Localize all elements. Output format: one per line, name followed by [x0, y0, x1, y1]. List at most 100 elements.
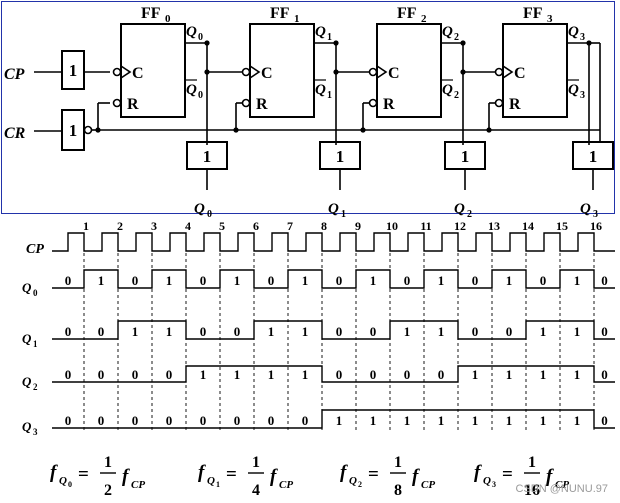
q3-value-1: 0 — [98, 413, 105, 428]
output-q0-sub: 0 — [207, 209, 212, 220]
flipflop-3-subscript: 3 — [547, 13, 553, 25]
q2-value-10: 0 — [404, 367, 411, 382]
pulse-number-8: 8 — [321, 219, 327, 233]
flipflop-2-name: FF — [397, 5, 417, 22]
q1-value-0: 0 — [65, 324, 72, 339]
formula-2-subsub: 2 — [358, 480, 362, 489]
q2-value-11: 0 — [438, 367, 445, 382]
q0-value-15: 1 — [574, 273, 581, 288]
q0-row-label: Q — [22, 280, 32, 295]
q3-value-13: 1 — [506, 413, 513, 428]
pulse-number-15: 15 — [556, 219, 568, 233]
flipflop-3-name: FF — [523, 5, 543, 22]
flipflop-1-q-sub: 1 — [327, 32, 332, 43]
q2-value-14: 1 — [540, 367, 547, 382]
flipflop-2-clock-bubble — [368, 67, 378, 77]
q1-row-sub: 1 — [33, 339, 38, 349]
q0-waveform — [52, 269, 615, 289]
q1-value-7: 1 — [302, 324, 309, 339]
q1-value-14: 1 — [540, 324, 547, 339]
cr-input-label: CR — [4, 125, 26, 142]
q1-value-3: 1 — [166, 324, 173, 339]
q2-value-12: 1 — [472, 367, 479, 382]
q2-value-0: 0 — [65, 367, 72, 382]
output-buffer-3-label: 1 — [589, 147, 598, 166]
flipflop-3-qbar-sub: 3 — [580, 90, 585, 101]
flipflop-1-pin-c: C — [261, 65, 273, 82]
pulse-number-4: 4 — [185, 219, 191, 233]
q0-value-9: 1 — [370, 273, 377, 288]
q1-value-6: 1 — [268, 324, 275, 339]
flipflop-3-clock-bubble — [494, 67, 504, 77]
pulse-number-7: 7 — [287, 219, 293, 233]
flipflop-0-q-label: Q — [186, 24, 197, 40]
flipflop-2-q-label: Q — [442, 24, 453, 40]
q1-value-2: 1 — [132, 324, 139, 339]
q1-row-label: Q — [22, 331, 32, 346]
formula-3-num: 1 — [528, 454, 536, 471]
flipflop-1-name: FF — [270, 5, 290, 22]
flipflop-0-subscript: 0 — [165, 13, 171, 25]
q1-value-12: 0 — [472, 324, 479, 339]
formula-1-sub: Q — [207, 475, 215, 487]
q3-value-11: 1 — [438, 413, 445, 428]
flipflop-3-pin-c: C — [514, 65, 526, 82]
flipflop-3-qbar-label: Q — [568, 82, 579, 98]
pulse-number-5: 5 — [219, 219, 225, 233]
flipflop-1-qbar-label: Q — [315, 82, 326, 98]
q0-row-sub: 0 — [33, 288, 38, 298]
q2-value-4: 1 — [200, 367, 207, 382]
flipflop-3-reset-bubble — [494, 98, 504, 108]
formula-0-subsub: 0 — [68, 480, 72, 489]
output-q2-sub: 2 — [467, 209, 472, 220]
formula-3-eq: = — [502, 464, 513, 485]
q0-value-14: 0 — [540, 273, 547, 288]
q0-value-3: 1 — [166, 273, 173, 288]
formula-0-sub: Q — [59, 475, 67, 487]
formula-2-f: f — [340, 462, 348, 483]
q1-value-9: 0 — [370, 324, 377, 339]
q2-value-1: 0 — [98, 367, 105, 382]
formula-0-f2: f — [122, 466, 130, 487]
flipflop-3-pin-r: R — [509, 96, 521, 113]
q1-value-11: 1 — [438, 324, 445, 339]
pulse-number-1: 1 — [83, 219, 89, 233]
cp-row-label: CP — [26, 242, 44, 257]
output-q2-label: Q — [454, 201, 465, 217]
q2-value-3: 0 — [166, 367, 173, 382]
flipflop-2-q-sub: 2 — [454, 32, 459, 43]
q0-value-12: 0 — [472, 273, 479, 288]
formula-1-den: 4 — [252, 482, 260, 499]
q0-value-13: 1 — [506, 273, 513, 288]
formula-3-den: 16 — [524, 482, 540, 499]
formula-1-eq: = — [226, 464, 237, 485]
flipflop-2-pin-r: R — [383, 96, 395, 113]
q2-row-label: Q — [22, 374, 32, 389]
flipflop-2-clock-triangle — [376, 65, 388, 79]
q2-value-15: 1 — [574, 367, 581, 382]
formula-0-f: f — [50, 462, 58, 483]
formula-2-cp: CP — [421, 479, 435, 491]
flipflop-0-clock-triangle — [120, 65, 132, 79]
q3-value-9: 1 — [370, 413, 377, 428]
output-buffer-2-label: 1 — [461, 147, 470, 166]
q2-value-7: 1 — [302, 367, 309, 382]
formula-1-cp: CP — [279, 479, 293, 491]
flipflop-1-subscript: 1 — [294, 13, 300, 25]
formula-3-cp: CP — [555, 479, 569, 491]
pulse-number-11: 11 — [420, 219, 431, 233]
q3-row-label: Q — [22, 419, 32, 434]
q2-clock-node — [460, 69, 466, 75]
q2-value-2: 0 — [132, 367, 139, 382]
pulse-number-13: 13 — [488, 219, 500, 233]
circuit-panel-frame — [1, 1, 615, 214]
q0-value-7: 1 — [302, 273, 309, 288]
cr-out-bubble — [83, 125, 93, 135]
flipflop-1-reset-bubble — [241, 98, 251, 108]
q2-node — [460, 40, 466, 46]
q2-waveform — [52, 365, 615, 383]
flipflop-2-reset-bubble — [368, 98, 378, 108]
formula-3-f2: f — [546, 466, 554, 487]
flipflop-0-reset-bubble — [112, 98, 122, 108]
